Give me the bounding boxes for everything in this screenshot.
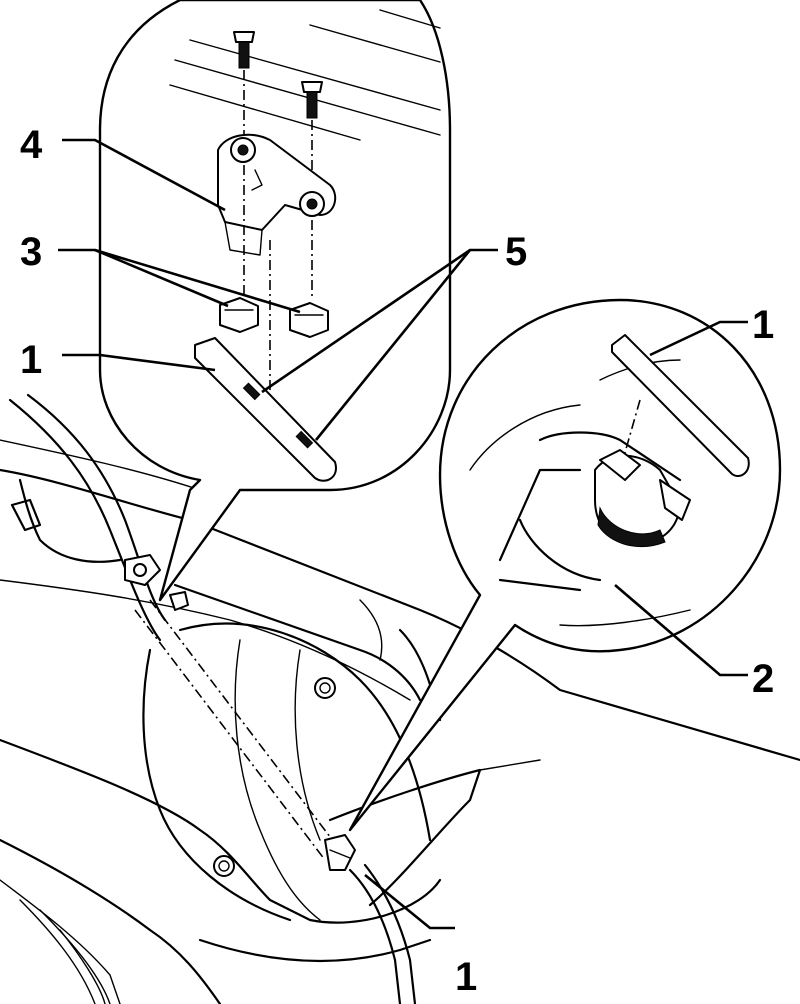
- callout-label-1-right: 1: [752, 303, 774, 347]
- callout-label-1-top-left: 1: [20, 338, 42, 382]
- cable-rod-part-1-right: [611, 334, 750, 477]
- detail-bubble-mounting-bracket: [98, 0, 452, 602]
- bracket-part-4: [217, 133, 337, 256]
- leader-lines: [58, 138, 748, 930]
- callout-label-4: 4: [20, 123, 43, 167]
- callout-label-2: 2: [752, 657, 774, 701]
- nut-right-part-3: [289, 302, 329, 338]
- nut-left-part-3: [219, 297, 259, 333]
- detail-bubble-cable-clip: [348, 298, 782, 832]
- screw-right: [301, 81, 323, 119]
- callout-label-1-bottom: 1: [455, 955, 477, 999]
- clip-part-2: [594, 449, 691, 548]
- callout-label-3: 3: [20, 230, 42, 274]
- callout-label-5: 5: [505, 230, 527, 274]
- cable-segment-part-1: [194, 337, 337, 482]
- vehicle-underbody: [0, 393, 800, 1004]
- screw-left: [233, 31, 255, 69]
